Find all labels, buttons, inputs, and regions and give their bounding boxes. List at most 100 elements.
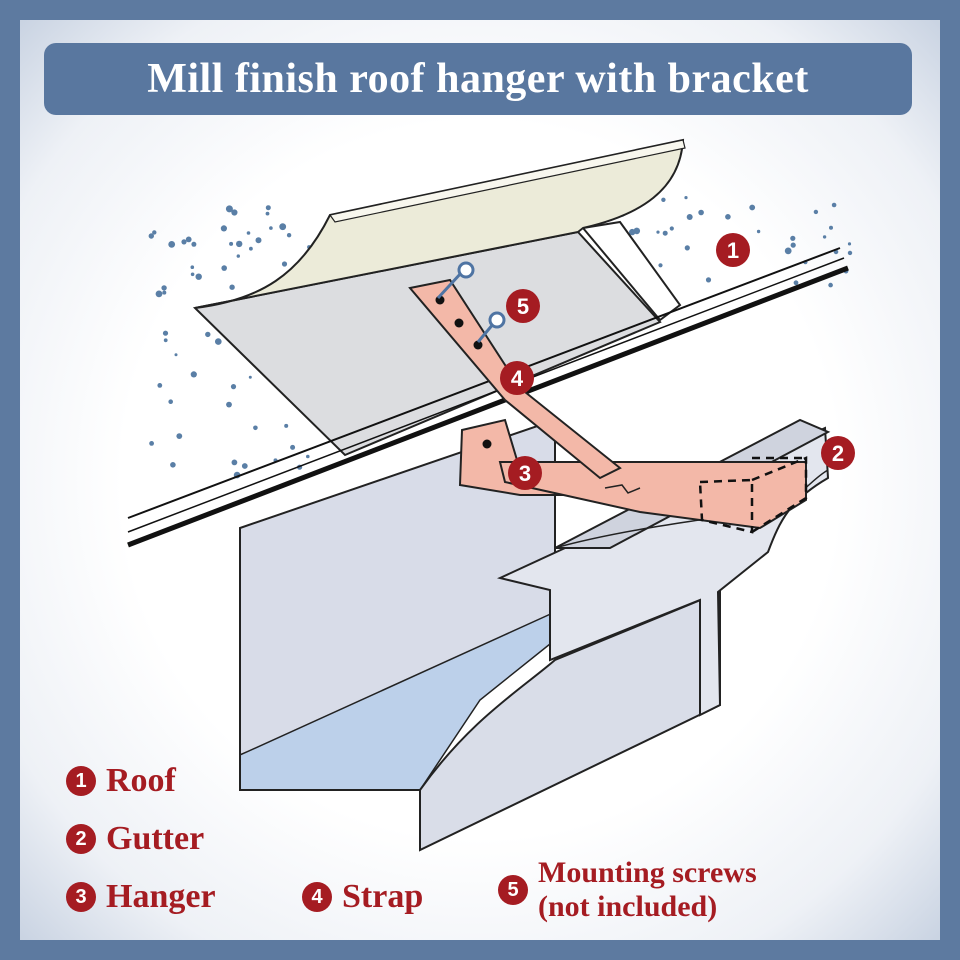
legend-label: Hanger xyxy=(106,878,216,915)
texture-dot xyxy=(249,246,253,251)
texture-dot xyxy=(281,261,288,267)
texture-dot xyxy=(656,230,660,234)
legend-badge: 3 xyxy=(66,882,96,912)
texture-dot xyxy=(756,229,761,234)
texture-dot xyxy=(662,230,668,236)
fascia-board-line xyxy=(127,247,841,519)
texture-dot xyxy=(248,375,252,379)
bracket-hole xyxy=(482,439,492,449)
texture-dot xyxy=(155,290,163,298)
texture-dot xyxy=(220,225,227,232)
hanger-hidden-section xyxy=(698,456,808,534)
texture-dot xyxy=(290,444,296,450)
texture-dot xyxy=(828,282,833,288)
texture-dot xyxy=(847,250,853,256)
texture-dot xyxy=(255,237,262,244)
fascia-board-line-thick xyxy=(127,265,849,548)
texture-dot xyxy=(725,214,731,220)
page-title: Mill finish roof hanger with bracket xyxy=(147,56,809,102)
texture-dot xyxy=(226,401,232,408)
legend-label-line2: (not included) xyxy=(538,890,718,923)
texture-dot xyxy=(190,272,195,277)
texture-dot xyxy=(181,239,187,245)
texture-dot xyxy=(205,331,211,338)
texture-dot xyxy=(241,463,248,469)
texture-dot xyxy=(658,263,663,268)
callout-hanger: 3 xyxy=(508,456,542,490)
texture-dot xyxy=(229,241,234,246)
texture-dot xyxy=(705,277,712,283)
texture-dot xyxy=(191,241,197,247)
legend-label-line1: Mounting screws xyxy=(538,856,757,889)
texture-dot xyxy=(148,233,154,239)
texture-dot xyxy=(162,290,167,295)
texture-dot xyxy=(286,233,292,238)
legend-item-hanger: 3 Hanger xyxy=(66,878,216,916)
legend-label: Gutter xyxy=(106,820,205,857)
callout-gutter: 2 xyxy=(821,436,855,470)
svg-text:5: 5 xyxy=(517,294,529,319)
texture-dot xyxy=(684,196,688,200)
legend-item-gutter: 2 Gutter xyxy=(66,820,204,858)
texture-dot xyxy=(225,205,233,213)
texture-dot xyxy=(253,425,258,431)
texture-dot xyxy=(162,330,169,336)
texture-dot xyxy=(661,197,666,202)
texture-dot xyxy=(790,235,796,241)
texture-dot xyxy=(231,459,238,466)
legend-badge: 1 xyxy=(66,766,96,796)
texture-dot xyxy=(190,265,195,270)
texture-dot xyxy=(831,202,837,208)
strap xyxy=(408,278,622,480)
strap-hole xyxy=(473,340,483,350)
texture-dot xyxy=(793,280,799,286)
legend-item-screws: 5 Mounting screws (not included) xyxy=(498,856,757,924)
texture-dot xyxy=(170,462,176,468)
texture-dot xyxy=(749,204,756,211)
gutter-bottom-edge xyxy=(239,755,421,850)
legend-label-group: Mounting screws (not included) xyxy=(538,856,757,924)
texture-dot xyxy=(168,241,176,248)
texture-dot xyxy=(813,209,819,215)
strap-hole xyxy=(454,318,464,328)
strap-notch xyxy=(604,484,641,494)
texture-dot xyxy=(190,371,197,378)
texture-dot xyxy=(161,285,167,291)
fascia-board-line-inner xyxy=(127,257,845,533)
flashing-edge-highlight xyxy=(328,139,686,223)
texture-dot xyxy=(822,235,827,239)
texture-dot xyxy=(236,254,240,258)
mounting-screw-icon xyxy=(436,261,475,300)
texture-dot xyxy=(306,454,310,459)
svg-text:3: 3 xyxy=(519,461,531,486)
callout-screws: 5 xyxy=(506,289,540,323)
legend-label: Roof xyxy=(106,762,176,799)
texture-dot xyxy=(279,223,287,231)
texture-dot xyxy=(168,399,173,405)
texture-dot xyxy=(790,242,796,248)
texture-dot xyxy=(784,247,792,255)
texture-dot xyxy=(185,236,192,243)
legend-item-strap: 4 Strap xyxy=(302,878,423,916)
texture-dot xyxy=(149,441,155,446)
legend-badge: 5 xyxy=(498,875,528,905)
texture-dot xyxy=(265,205,271,211)
texture-dot xyxy=(231,209,238,216)
texture-dot xyxy=(265,211,270,216)
legend-label: Strap xyxy=(342,878,424,915)
texture-dot xyxy=(246,231,251,235)
legend-badge: 2 xyxy=(66,824,96,854)
callout-strap: 4 xyxy=(500,361,534,395)
texture-dot xyxy=(669,226,674,231)
svg-text:2: 2 xyxy=(832,441,844,466)
texture-dot xyxy=(686,214,693,220)
texture-dot xyxy=(633,227,641,235)
callout-roof: 1 xyxy=(716,233,750,267)
title-bar: Mill finish roof hanger with bracket xyxy=(44,43,912,115)
texture-dot xyxy=(163,338,168,343)
legend-badge: 4 xyxy=(302,882,332,912)
texture-dot xyxy=(230,384,237,390)
svg-text:4: 4 xyxy=(511,366,524,391)
texture-dot xyxy=(284,423,289,428)
